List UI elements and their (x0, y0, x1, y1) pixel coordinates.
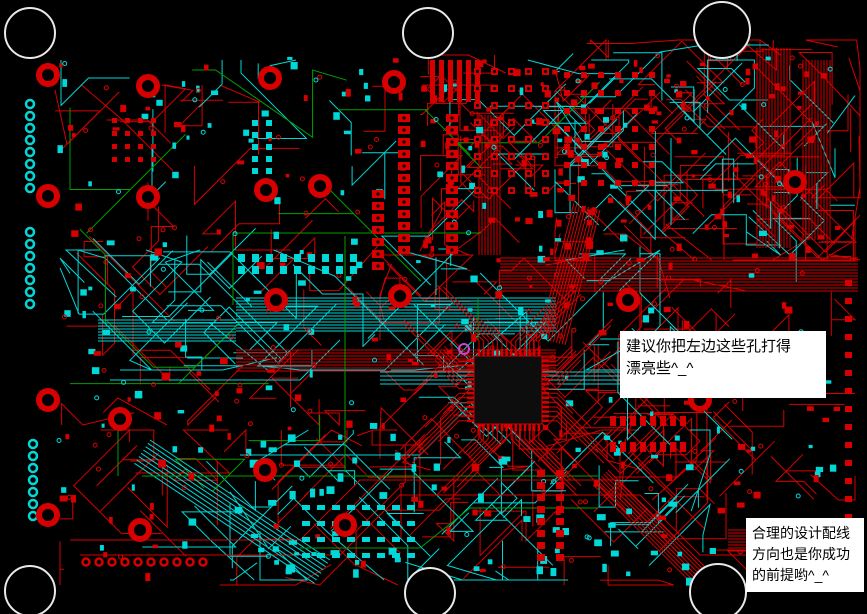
note-line: 建议你把左边这些孔打得 (626, 338, 792, 355)
note-line: 方向也是你成功 (752, 546, 850, 562)
annotation-note-routing: 合理的设计配线 方向也是你成功 的前提哟^_^ (746, 518, 864, 592)
annotation-note-left-holes: 建议你把左边这些孔打得 漂亮些^_^ (620, 331, 826, 398)
note-line: 的前提哟^_^ (752, 567, 829, 583)
note-line: 合理的设计配线 (752, 525, 850, 541)
note-line: 漂亮些^_^ (626, 360, 694, 377)
